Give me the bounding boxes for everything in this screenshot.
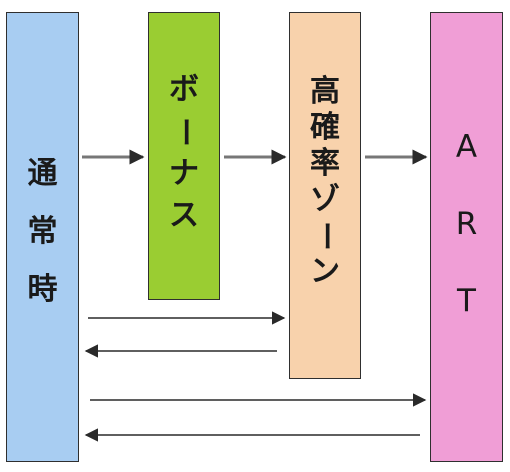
state-zone-char: 率 [310, 145, 340, 181]
state-art-char: A [455, 128, 478, 165]
state-zone-char: 確 [310, 109, 340, 145]
state-normal-char: 通 [27, 156, 58, 191]
state-high-prob-zone-label: 高 確 率 ゾ ー ン [308, 73, 343, 289]
state-art-char: R [455, 205, 478, 242]
state-art-label: A R T [455, 128, 478, 319]
state-normal-label: 通 常 時 [28, 159, 58, 305]
state-bonus-char: ス [169, 198, 199, 233]
state-zone-char: ン [310, 253, 340, 289]
state-normal-char: 常 [27, 214, 58, 249]
state-art-char: T [457, 282, 476, 319]
state-bonus-label: ボ ー ナ ス [167, 72, 202, 233]
state-bonus-box: ボ ー ナ ス [148, 12, 220, 300]
state-high-prob-zone-box: 高 確 率 ゾ ー ン [289, 12, 361, 379]
state-bonus-char: ナ [169, 156, 199, 191]
state-bonus-char: ボ [169, 72, 199, 107]
state-normal-box: 通 常 時 [6, 12, 79, 462]
state-art-box: A R T [430, 12, 503, 462]
state-normal-char: 時 [27, 272, 58, 307]
state-zone-char: 高 [310, 73, 340, 109]
state-zone-char: ゾ [310, 181, 340, 217]
